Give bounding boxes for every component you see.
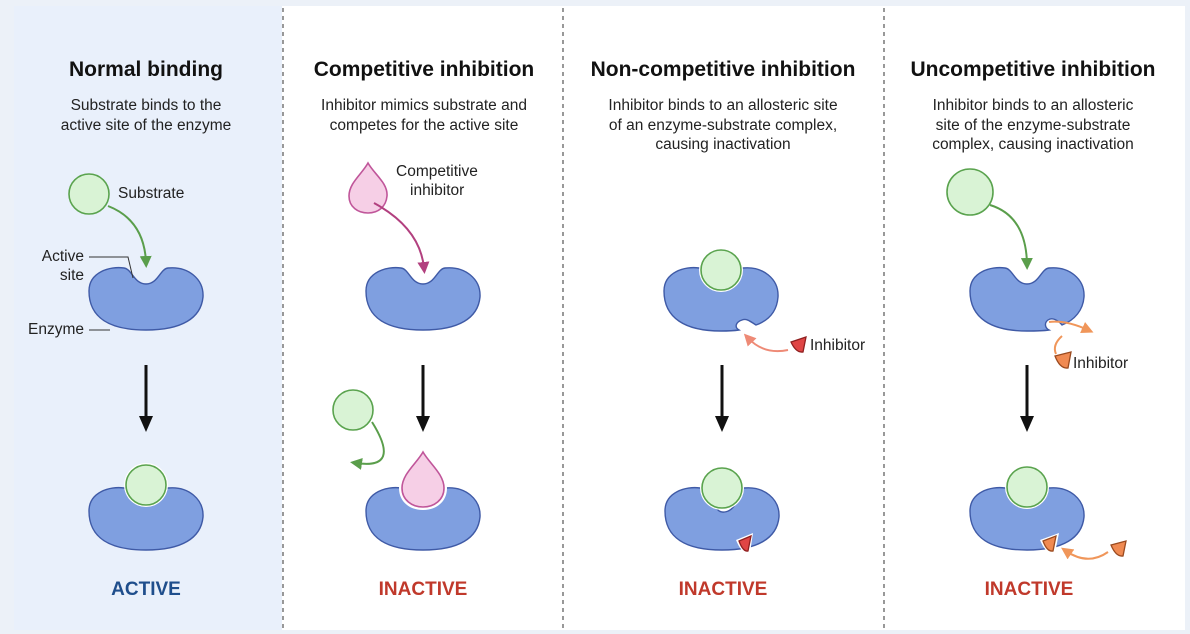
substrate-icon xyxy=(946,168,994,216)
active-site-label: site xyxy=(60,267,84,284)
inhibitor-label: Inhibitor xyxy=(810,337,865,354)
enzyme-icon xyxy=(88,266,204,331)
panel-desc-line: site of the enzyme-substrate xyxy=(936,117,1131,134)
down-arrow-head-icon xyxy=(715,416,729,432)
down-arrow-head-icon xyxy=(139,416,153,432)
substrate-label: Substrate xyxy=(118,185,184,202)
panel-desc-line: of an enzyme-substrate complex, xyxy=(609,117,837,134)
competitive-inhibitor-icon xyxy=(401,450,445,508)
panel-normal-binding: Normal binding Substrate binds to the ac… xyxy=(28,58,231,600)
panel-desc-line: Inhibitor mimics substrate and xyxy=(321,97,527,114)
status-badge: ACTIVE xyxy=(111,579,181,600)
active-site-leader-line xyxy=(89,256,134,279)
uncompetitive-inhibitor-icon xyxy=(1110,540,1127,557)
panel-title: Competitive inhibition xyxy=(314,58,535,81)
panel-desc-line: causing inactivation xyxy=(655,136,790,153)
panel-title: Uncompetitive inhibition xyxy=(911,58,1156,81)
rejected-substrate-arrow xyxy=(350,421,385,470)
uncompetitive-inhibitor-icon xyxy=(1054,351,1072,369)
status-badge: INACTIVE xyxy=(379,579,468,600)
substrate-arrow xyxy=(989,204,1033,270)
substrate-icon xyxy=(701,467,743,509)
down-arrow-head-icon xyxy=(1020,416,1034,432)
panel-desc-line: Inhibitor binds to an allosteric site xyxy=(608,97,837,114)
competitive-inhibitor-label: inhibitor xyxy=(410,182,464,199)
panel-desc-line: complex, causing inactivation xyxy=(932,136,1134,153)
inhibitor-arrow xyxy=(1061,547,1109,560)
inhibitor-arrow xyxy=(743,333,789,353)
status-badge: INACTIVE xyxy=(985,579,1074,600)
active-site-label: Active xyxy=(42,248,84,265)
enzyme-icon xyxy=(88,486,204,551)
enzyme-label: Enzyme xyxy=(28,321,84,338)
inhibitor-arrow xyxy=(373,202,430,274)
substrate-icon xyxy=(700,249,742,291)
conformational-change-arrow xyxy=(1048,320,1094,333)
substrate-icon xyxy=(332,389,374,431)
substrate-icon xyxy=(68,173,110,215)
competitive-inhibitor-label: Competitive xyxy=(396,163,478,180)
panel-desc-line: Inhibitor binds to an allosteric xyxy=(933,97,1134,114)
enzyme-icon xyxy=(969,266,1085,332)
substrate-icon xyxy=(1006,466,1048,508)
panel-uncompetitive-inhibition: Uncompetitive inhibition Inhibitor binds… xyxy=(911,58,1156,600)
inhibitor-path-line xyxy=(1053,335,1063,355)
panel-desc-line: competes for the active site xyxy=(330,117,519,134)
competitive-inhibitor-icon xyxy=(348,161,388,214)
panel-title: Non-competitive inhibition xyxy=(591,58,856,81)
panel-title: Normal binding xyxy=(69,58,223,81)
noncompetitive-inhibitor-icon xyxy=(738,534,752,552)
panel-desc-line: active site of the enzyme xyxy=(61,117,232,134)
panel-competitive-inhibition: Competitive inhibition Inhibitor mimics … xyxy=(314,58,535,600)
status-badge: INACTIVE xyxy=(679,579,768,600)
panel-noncompetitive-inhibition: Non-competitive inhibition Inhibitor bin… xyxy=(591,58,866,600)
noncompetitive-inhibitor-icon xyxy=(790,336,807,353)
panel-desc-line: Substrate binds to the xyxy=(71,97,222,114)
enzyme-icon xyxy=(365,266,481,331)
uncompetitive-inhibitor-icon xyxy=(1042,534,1057,552)
inhibitor-label: Inhibitor xyxy=(1073,355,1128,372)
down-arrow-head-icon xyxy=(416,416,430,432)
substrate-icon xyxy=(125,464,167,506)
substrate-arrow xyxy=(107,205,152,268)
